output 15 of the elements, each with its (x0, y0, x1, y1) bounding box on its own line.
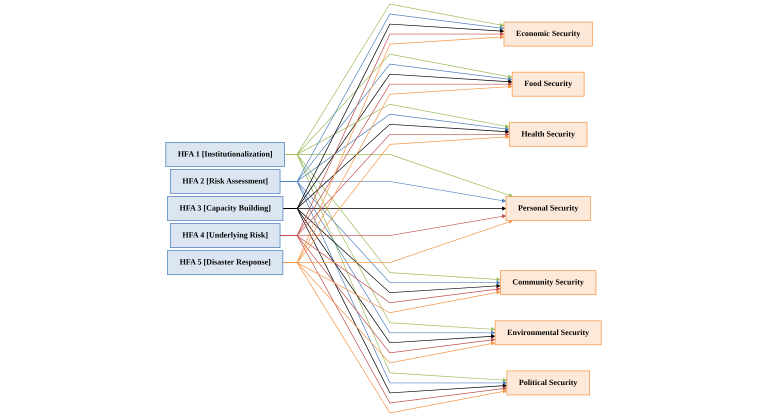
node-box: Personal Security (506, 196, 591, 221)
node-box: Food Security (512, 72, 584, 97)
arrow (280, 235, 508, 404)
node-box: Health Security (508, 122, 588, 147)
arrow (282, 208, 508, 394)
node-box: HFA 4 [Underlying Risk] (170, 223, 280, 248)
node-box: HFA 1 [Institutionalization] (165, 142, 285, 167)
node-box: HFA 5 [Disaster Response] (167, 250, 284, 276)
node-box: Economic Security (504, 22, 593, 46)
node-box: Environmental Security (494, 320, 602, 346)
node-box: HFA 2 [Risk Assessment] (170, 169, 280, 194)
node-box: Political Security (506, 370, 590, 396)
node-box: Community Security (500, 270, 596, 296)
node-box: HFA 3 [Capacity Building] (167, 196, 284, 221)
arrow (282, 262, 508, 414)
